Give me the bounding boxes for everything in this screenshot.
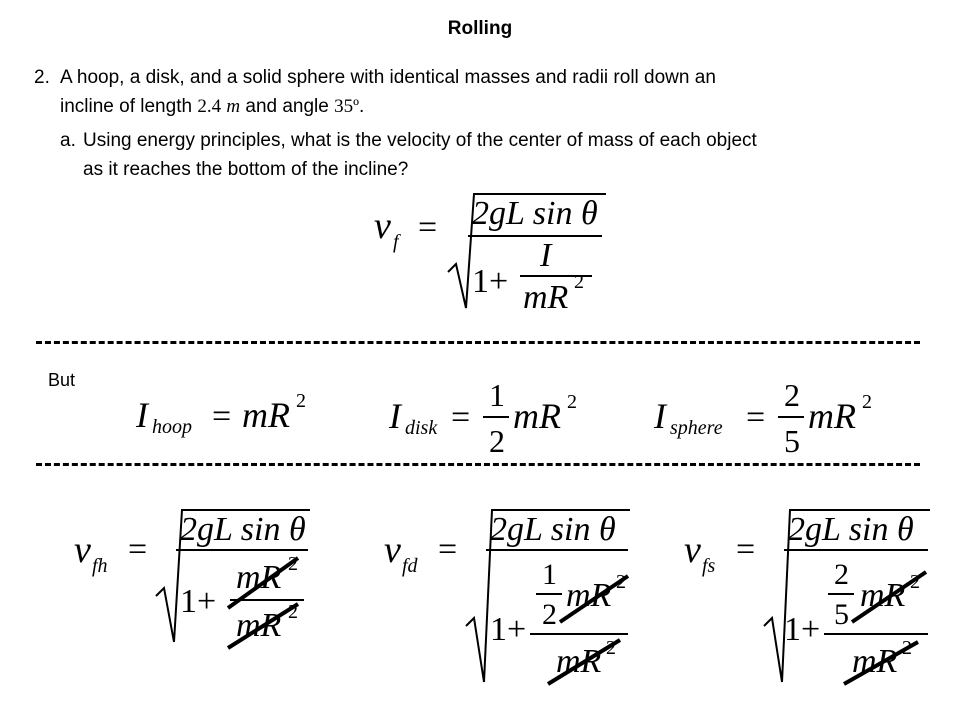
problem-line-2-mid: and angle: [245, 96, 329, 117]
sphere-mR: mR: [808, 396, 856, 436]
hoop-velocity-formula: v fh = 2gL sin θ 1+ mR 2 mR 2: [74, 509, 310, 650]
disk-I-symbol: I: [388, 396, 403, 436]
disk-coef-num-r: 1: [542, 558, 557, 591]
part-a-letter: a.: [60, 130, 76, 151]
incline-angle-value: 35º: [334, 96, 360, 117]
disk-subscript: disk: [405, 417, 438, 439]
hoop-moment-formula: I hoop = mR 2: [135, 390, 306, 438]
problem-line-2-prefix: incline of length: [60, 96, 193, 117]
vfd-subscript: fd: [402, 555, 419, 577]
sphere-velocity-formula: v fs = 2gL sin θ 1+ 2 5 mR 2 mR 2: [684, 509, 930, 686]
inner-denominator-exponent: 2: [574, 271, 584, 293]
disk-equals: =: [451, 399, 470, 436]
hoop-exponent: 2: [296, 390, 306, 412]
disk-radical: [465, 509, 630, 683]
vfs-symbol: v: [684, 529, 701, 571]
problem-line-2: incline of length 2.4 m and angle 35º.: [60, 92, 940, 121]
sphere-cancel-stroke-2: [843, 640, 919, 686]
hoop-cancel-stroke-2: [226, 602, 300, 650]
part-a-line-1: Using energy principles, what is the vel…: [83, 130, 757, 151]
general-velocity-formula: v f = 2gL sin θ 1+ I mR 2: [374, 193, 606, 316]
sphere-equals: =: [746, 399, 765, 436]
hoop-equals: =: [212, 398, 231, 435]
disk-result-equals: =: [438, 531, 457, 568]
vfh-subscript: fh: [92, 555, 108, 577]
disk-coef-den-r: 2: [542, 598, 557, 631]
sphere-inner-num: mR: [860, 577, 906, 614]
sphere-inner-num-exp: 2: [910, 571, 920, 593]
v-subscript: f: [393, 231, 401, 253]
hoop-inner-den-exp: 2: [288, 601, 298, 623]
vfh-symbol: v: [74, 529, 91, 571]
hoop-one-plus: 1+: [180, 583, 216, 620]
vfs-subscript: fs: [702, 555, 716, 577]
problem-number: 2.: [34, 67, 50, 88]
part-a-line-2: as it reaches the bottom of the incline?: [83, 159, 409, 180]
hoop-numerator: 2gL sin θ: [180, 511, 306, 548]
disk-numerator: 2gL sin θ: [490, 511, 616, 548]
sphere-coef-den-r: 5: [834, 598, 849, 631]
disk-velocity-formula: v fd = 2gL sin θ 1+ 1 2 mR 2 mR 2: [384, 509, 630, 686]
divider-top: [36, 341, 920, 344]
disk-moment-formula: I disk = 1 2 mR 2: [388, 377, 577, 459]
but-label: But: [48, 370, 76, 390]
hoop-I-symbol: I: [135, 395, 150, 435]
hoop-result-equals: =: [128, 531, 147, 568]
disk-coef-den: 2: [489, 423, 505, 459]
problem-line-1: A hoop, a disk, and a solid sphere with …: [60, 67, 716, 88]
incline-length-unit: m: [226, 96, 241, 117]
disk-mR: mR: [513, 396, 561, 436]
disk-inner-num: mR: [566, 577, 612, 614]
disk-cancel-stroke-2: [546, 638, 622, 686]
sphere-subscript: sphere: [670, 417, 723, 439]
inner-numerator: I: [539, 237, 553, 274]
hoop-mR: mR: [242, 395, 290, 435]
disk-one-plus: 1+: [490, 611, 526, 648]
equals-sign: =: [418, 209, 437, 246]
sphere-I-symbol: I: [653, 396, 668, 436]
page-title: Rolling: [447, 18, 513, 39]
disk-exponent: 2: [567, 391, 577, 413]
v-symbol: v: [374, 205, 391, 247]
disk-inner-den-exp: 2: [606, 637, 616, 659]
incline-length-value: 2.4: [197, 96, 222, 117]
sphere-coef-num-r: 2: [834, 558, 849, 591]
radical-sign: [447, 193, 606, 309]
one-plus: 1+: [472, 263, 508, 300]
sphere-one-plus: 1+: [784, 611, 820, 648]
hoop-subscript: hoop: [152, 416, 192, 438]
sphere-radical: [763, 509, 930, 683]
sphere-cancel-stroke-1: [850, 570, 928, 624]
hoop-inner-num: mR: [236, 559, 282, 596]
problem-line-2-end: .: [359, 96, 365, 117]
inner-denominator: mR: [523, 279, 569, 316]
disk-cancel-stroke-1: [558, 574, 630, 624]
sphere-exponent: 2: [862, 391, 872, 413]
sphere-coef-num: 2: [784, 377, 800, 413]
vfd-symbol: v: [384, 529, 401, 571]
sphere-coef-den: 5: [784, 423, 800, 459]
hoop-radical: [155, 509, 310, 643]
sphere-numerator: 2gL sin θ: [788, 511, 914, 548]
numerator: 2gL sin θ: [472, 195, 598, 232]
disk-coef-num: 1: [489, 377, 505, 413]
hoop-cancel-stroke-1: [226, 556, 300, 610]
divider-bottom: [36, 463, 920, 466]
sphere-moment-formula: I sphere = 2 5 mR 2: [653, 377, 872, 459]
sphere-result-equals: =: [736, 531, 755, 568]
